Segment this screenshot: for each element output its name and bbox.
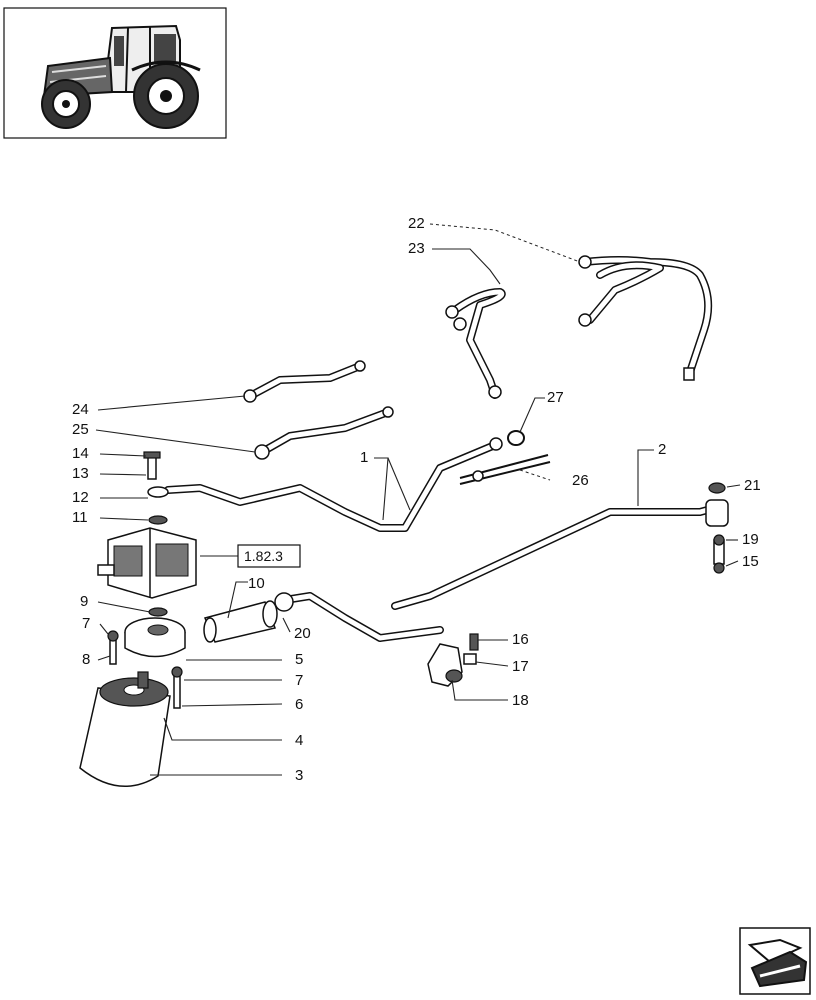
callout-24: 24 (72, 401, 89, 418)
callout-22: 22 (408, 215, 425, 232)
callout-4: 4 (295, 732, 303, 749)
callout-1: 1 (360, 449, 368, 466)
filter-head-5 (124, 607, 186, 658)
callout-17: 17 (512, 658, 529, 675)
callout-23: 23 (408, 240, 425, 257)
callout-8: 8 (82, 651, 90, 668)
callout-10: 10 (248, 575, 265, 592)
leader-lines (95, 223, 741, 776)
pipe-26 (459, 454, 551, 485)
callout-7-lower: 7 (295, 672, 303, 689)
pipe-20 (274, 592, 444, 642)
filter-canister-3 (79, 671, 171, 787)
pipe-1 (164, 437, 503, 532)
callout-18: 18 (512, 692, 529, 709)
washer-21 (708, 482, 726, 494)
banjo-bolt-19-15 (713, 534, 725, 574)
tractor-icon (41, 24, 201, 129)
pipe-23 (445, 288, 506, 399)
reference-box[interactable]: 1.82.3 (237, 544, 301, 568)
pipe-22 (578, 255, 713, 381)
callout-25: 25 (72, 421, 89, 438)
sensor-fitting-16-18 (427, 633, 479, 687)
pipe-25 (254, 406, 394, 460)
pipe-24 (243, 360, 366, 403)
callout-19: 19 (742, 531, 759, 548)
callout-3: 3 (295, 767, 303, 784)
bolt-6 (171, 666, 183, 709)
next-page-arrow-icon (747, 938, 808, 988)
callout-21: 21 (744, 477, 761, 494)
callout-7-upper: 7 (82, 615, 90, 632)
lift-pump-block (97, 527, 197, 599)
callout-5: 5 (295, 651, 303, 668)
callout-15: 15 (742, 553, 759, 570)
callout-9: 9 (80, 593, 88, 610)
callout-13: 13 (72, 465, 89, 482)
callout-6: 6 (295, 696, 303, 713)
union-fitting-10 (203, 600, 278, 643)
reference-box-label: 1.82.3 (244, 548, 283, 564)
callout-20: 20 (294, 625, 311, 642)
callout-12: 12 (72, 489, 89, 506)
callout-11: 11 (72, 509, 88, 526)
banjo-fitting-13-14 (143, 451, 169, 525)
pipe-2 (391, 499, 729, 610)
callout-14: 14 (72, 445, 89, 462)
callout-labels: 22 23 24 25 27 1 2 26 14 13 21 12 11 19 … (72, 215, 761, 784)
next-page-button[interactable] (739, 927, 811, 995)
callout-16: 16 (512, 631, 529, 648)
callout-27: 27 (547, 389, 564, 406)
o-ring-27 (507, 430, 525, 446)
callout-2: 2 (658, 441, 666, 458)
tractor-thumbnail (3, 7, 227, 139)
bolt-8 (107, 630, 119, 665)
callout-26: 26 (572, 472, 589, 489)
